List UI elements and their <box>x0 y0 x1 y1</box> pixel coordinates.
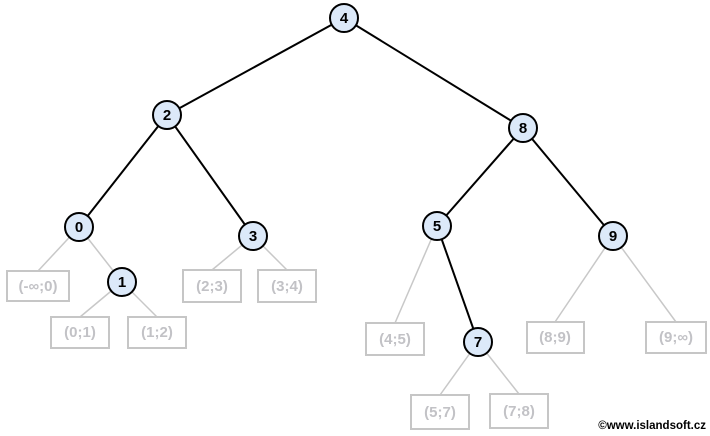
tree-node-3: 3 <box>238 221 268 251</box>
tree-leaf-4_5: (4;5) <box>365 322 425 356</box>
tree-node-4: 4 <box>329 3 359 33</box>
tree-node-1: 1 <box>107 267 137 297</box>
tree-edge-4-2 <box>166 17 345 116</box>
tree-leaf-1_2: (1;2) <box>127 316 187 349</box>
tree-edge-9-8_9 <box>554 235 614 323</box>
tree-leaf-7_8: (7;8) <box>489 393 549 429</box>
tree-leaf-9_inf: (9;∞) <box>645 321 707 354</box>
tree-node-5: 5 <box>422 211 452 241</box>
tree-edge-5-7 <box>436 225 479 343</box>
tree-node-2: 2 <box>152 100 182 130</box>
tree-leaf-neg_inf_0: (-∞;0) <box>6 270 70 302</box>
tree-edge-9-9_inf <box>612 235 677 323</box>
tree-leaf-2_3: (2;3) <box>182 269 242 303</box>
tree-edge-5-4_5 <box>394 225 438 324</box>
tree-edge-2-3 <box>166 114 254 237</box>
tree-node-9: 9 <box>598 221 628 251</box>
copyright-credit: ©www.islandsoft.cz <box>598 420 706 432</box>
tree-leaf-5_7: (5;7) <box>410 394 470 430</box>
tree-node-0: 0 <box>64 212 94 242</box>
tree-edge-2-0 <box>78 114 168 228</box>
tree-edge-8-9 <box>522 127 614 237</box>
tree-leaf-3_4: (3;4) <box>257 269 317 303</box>
tree-edge-4-8 <box>343 17 524 129</box>
tree-node-7: 7 <box>463 327 493 357</box>
tree-edge-8-5 <box>436 127 524 227</box>
tree-leaf-0_1: (0;1) <box>50 316 110 349</box>
tree-node-8: 8 <box>508 113 538 143</box>
tree-leaf-8_9: (8;9) <box>525 321 585 354</box>
